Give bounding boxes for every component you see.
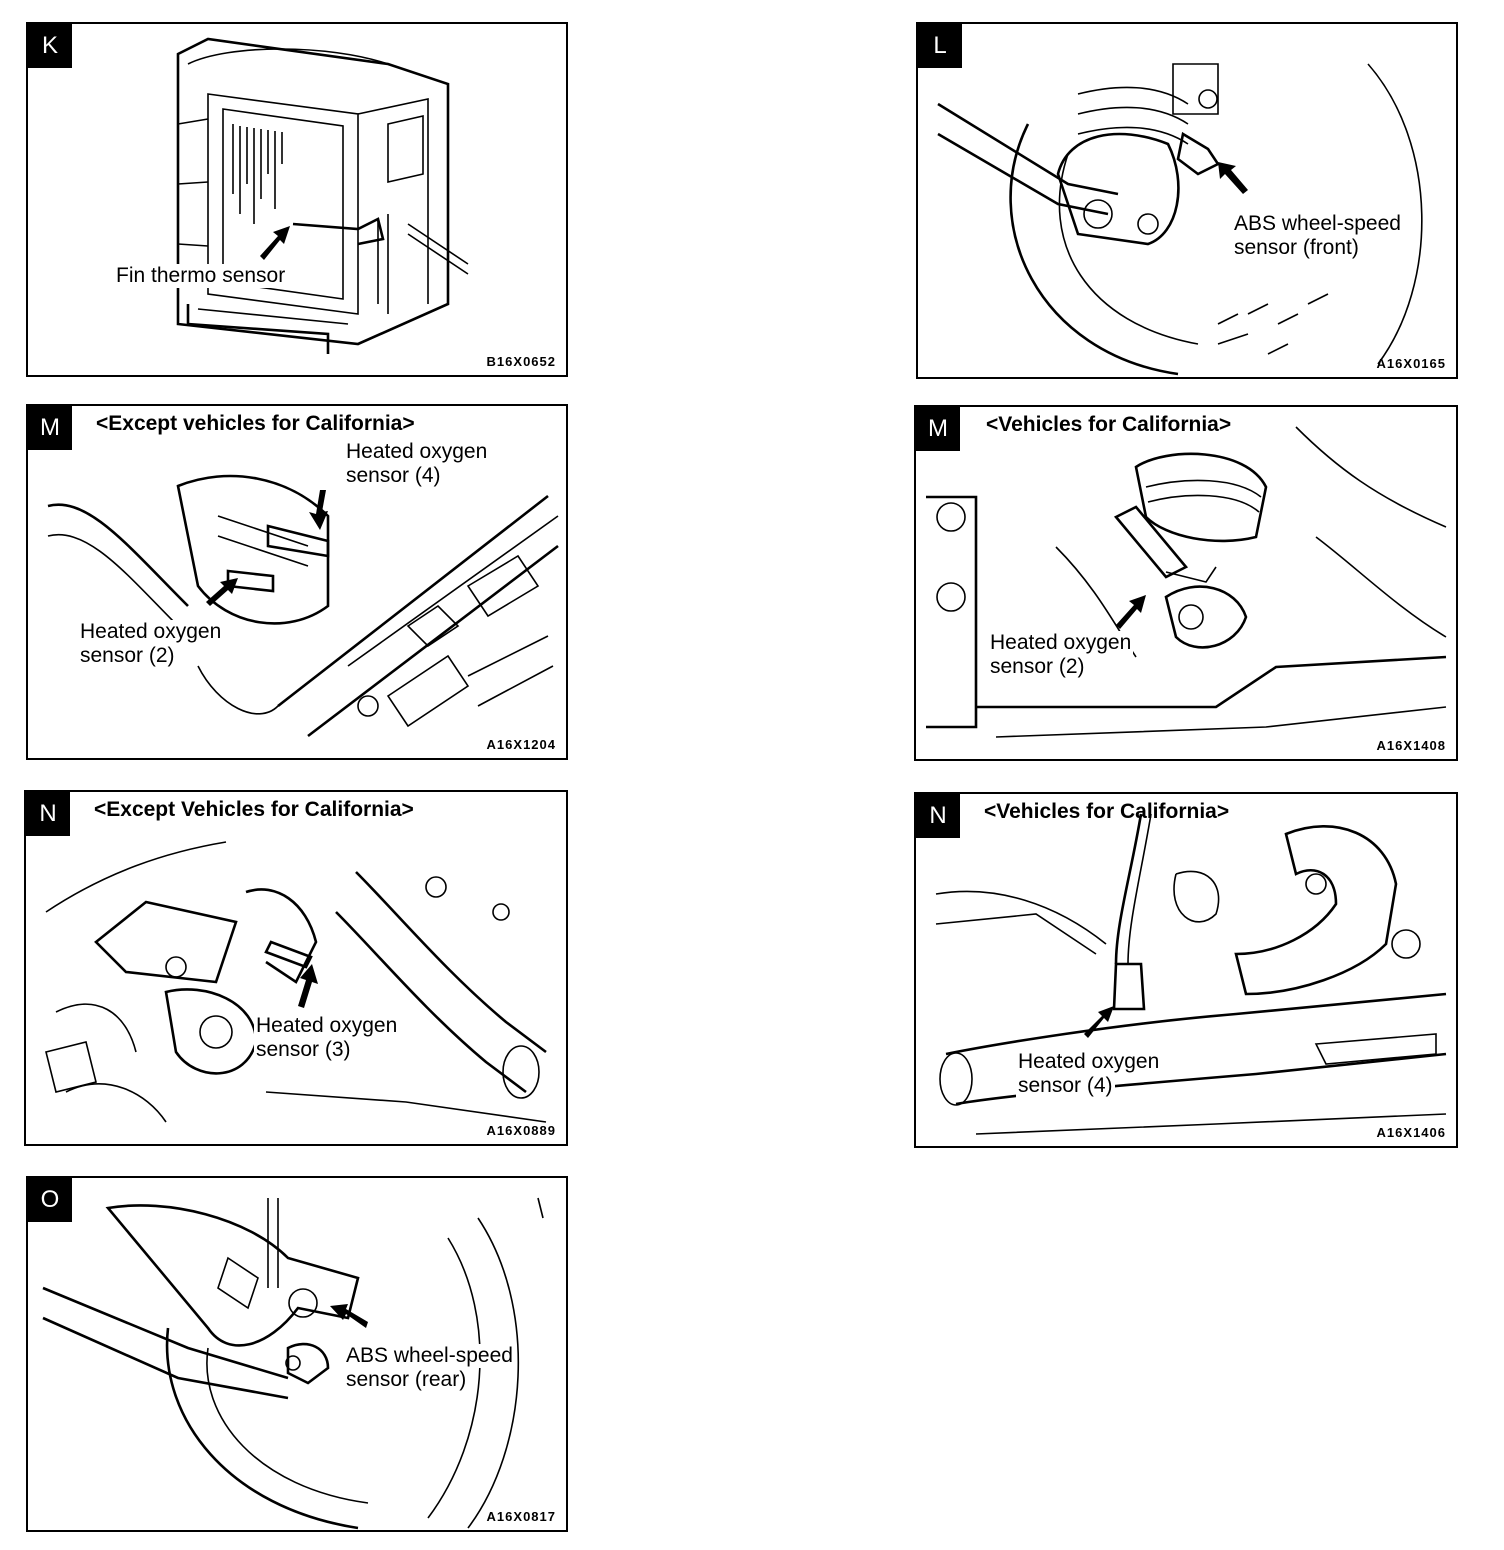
- panel-k: K Fin thermo sensor B16X0652: [26, 22, 568, 377]
- panel-heading: <Except Vehicles for California>: [94, 798, 414, 821]
- figure-code: A16X1408: [1376, 738, 1446, 753]
- callout-sensor-3-line2: sensor (3): [254, 1038, 353, 1062]
- panel-l: L ABS wheel-speed sensor (front) A16X016…: [916, 22, 1458, 379]
- panel-m-california: M <Vehicles for California> Heated oxyge…: [914, 405, 1458, 761]
- callout-sensor-4-line1: Heated oxygen: [1016, 1050, 1162, 1074]
- panel-heading: <Except vehicles for California>: [96, 412, 415, 435]
- figure-code: A16X1406: [1376, 1125, 1446, 1140]
- callout-sensor-2-line2: sensor (2): [988, 655, 1087, 679]
- panel-letter: M: [28, 406, 72, 450]
- figure-code: A16X0817: [486, 1509, 556, 1524]
- callout-sensor-2-line2: sensor (2): [78, 644, 177, 668]
- callout-abs-sensor-line1: ABS wheel-speed: [1232, 212, 1403, 236]
- callout-sensor-4-line2: sensor (4): [1016, 1074, 1115, 1098]
- panel-letter: O: [28, 1178, 72, 1222]
- callout-sensor-2-line1: Heated oxygen: [988, 631, 1134, 655]
- panel-m-except-california: M <Except vehicles for California> Heate…: [26, 404, 568, 760]
- heated-oxygen-sensor-2-4-illustration: [47, 474, 559, 738]
- callout-sensor-4-line2: sensor (4): [344, 464, 443, 488]
- panel-n-except-california: N <Except Vehicles for California> Heate…: [24, 790, 568, 1146]
- panel-letter: N: [916, 794, 960, 838]
- panel-n-california: N <Vehicles for California> Heated oxyge…: [914, 792, 1458, 1148]
- panel-letter: N: [26, 792, 70, 836]
- abs-front-sensor-illustration: [937, 63, 1423, 376]
- figure-code: A16X1204: [486, 737, 556, 752]
- callout-sensor-3-line1: Heated oxygen: [254, 1014, 400, 1038]
- panel-o: O ABS wheel-speed sensor (rear) A16X0817: [26, 1176, 568, 1532]
- panel-heading: <Vehicles for California>: [984, 800, 1230, 823]
- callout-fin-thermo-sensor: Fin thermo sensor: [114, 264, 288, 288]
- panel-letter: K: [28, 24, 72, 68]
- heated-oxygen-sensor-3-illustration: [45, 841, 547, 1123]
- figure-code: A16X0165: [1376, 356, 1446, 371]
- callout-abs-sensor-line2: sensor (rear): [344, 1368, 469, 1392]
- callout-sensor-4-line1: Heated oxygen: [344, 440, 490, 464]
- fin-thermo-sensor-illustration: [176, 37, 469, 354]
- abs-rear-sensor-illustration: [42, 1197, 544, 1530]
- panel-letter: L: [918, 24, 962, 68]
- callout-sensor-2-line1: Heated oxygen: [78, 620, 224, 644]
- panel-letter: M: [916, 407, 960, 451]
- callout-abs-sensor-line1: ABS wheel-speed: [344, 1344, 515, 1368]
- heated-oxygen-sensor-4-california-illustration: [935, 813, 1447, 1135]
- panel-heading: <Vehicles for California>: [986, 413, 1232, 436]
- figure-code: B16X0652: [486, 354, 556, 369]
- figure-code: A16X0889: [486, 1123, 556, 1138]
- heated-oxygen-sensor-2-california-illustration: [926, 426, 1447, 738]
- callout-abs-sensor-line2: sensor (front): [1232, 236, 1361, 260]
